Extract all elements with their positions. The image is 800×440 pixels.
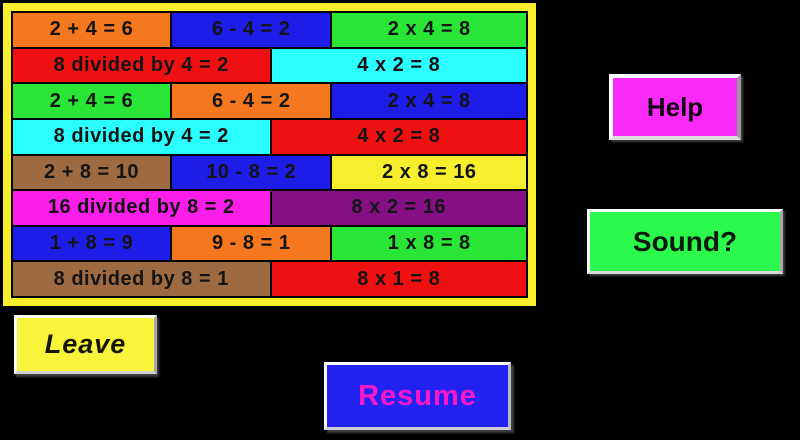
resume-button[interactable]: Resume xyxy=(324,362,511,430)
equation-cell: 4 x 2 = 8 xyxy=(271,119,526,154)
equation-cell: 8 x 1 = 8 xyxy=(271,262,526,296)
equation-row: 8 divided by 4 = 2 4 x 2 = 8 xyxy=(13,48,526,83)
equation-board: 2 + 4 = 6 6 - 4 = 2 2 x 4 = 8 8 divided … xyxy=(3,3,536,306)
equation-cell: 2 x 4 = 8 xyxy=(332,84,526,118)
equation-cell: 4 x 2 = 8 xyxy=(271,48,526,83)
equation-cell: 8 divided by 4 = 2 xyxy=(13,119,270,154)
equation-cell: 2 x 4 = 8 xyxy=(332,13,526,47)
equation-cell: 1 x 8 = 8 xyxy=(332,226,526,261)
equation-cell: 2 + 8 = 10 xyxy=(13,155,170,190)
equation-cell: 6 - 4 = 2 xyxy=(171,84,331,118)
equation-cell: 2 x 8 = 16 xyxy=(332,155,526,190)
equation-cell: 6 - 4 = 2 xyxy=(171,13,331,47)
equation-cell: 8 divided by 8 = 1 xyxy=(13,262,270,296)
equation-row: 16 divided by 8 = 2 8 x 2 = 16 xyxy=(13,191,526,225)
equation-cell: 1 + 8 = 9 xyxy=(13,226,170,261)
equation-row: 1 + 8 = 9 9 - 8 = 1 1 x 8 = 8 xyxy=(13,226,526,261)
equation-cell: 2 + 4 = 6 xyxy=(13,13,170,47)
sound-toggle-button[interactable]: Sound? xyxy=(587,209,783,274)
help-button[interactable]: Help xyxy=(609,74,741,140)
equation-row: 8 divided by 4 = 2 4 x 2 = 8 xyxy=(13,119,526,154)
equation-cell: 2 + 4 = 6 xyxy=(13,84,170,118)
equation-row: 2 + 4 = 6 6 - 4 = 2 2 x 4 = 8 xyxy=(13,84,526,118)
equation-row: 2 + 4 = 6 6 - 4 = 2 2 x 4 = 8 xyxy=(13,13,526,47)
equation-cell: 8 divided by 4 = 2 xyxy=(13,48,270,83)
equation-cell: 8 x 2 = 16 xyxy=(271,191,526,225)
equation-cell: 9 - 8 = 1 xyxy=(171,226,331,261)
equation-row: 8 divided by 8 = 1 8 x 1 = 8 xyxy=(13,262,526,296)
equation-row: 2 + 8 = 10 10 - 8 = 2 2 x 8 = 16 xyxy=(13,155,526,190)
equation-grid: 2 + 4 = 6 6 - 4 = 2 2 x 4 = 8 8 divided … xyxy=(11,11,528,298)
equation-cell: 16 divided by 8 = 2 xyxy=(13,191,270,225)
equation-cell: 10 - 8 = 2 xyxy=(171,155,331,190)
leave-button[interactable]: Leave xyxy=(14,315,157,374)
